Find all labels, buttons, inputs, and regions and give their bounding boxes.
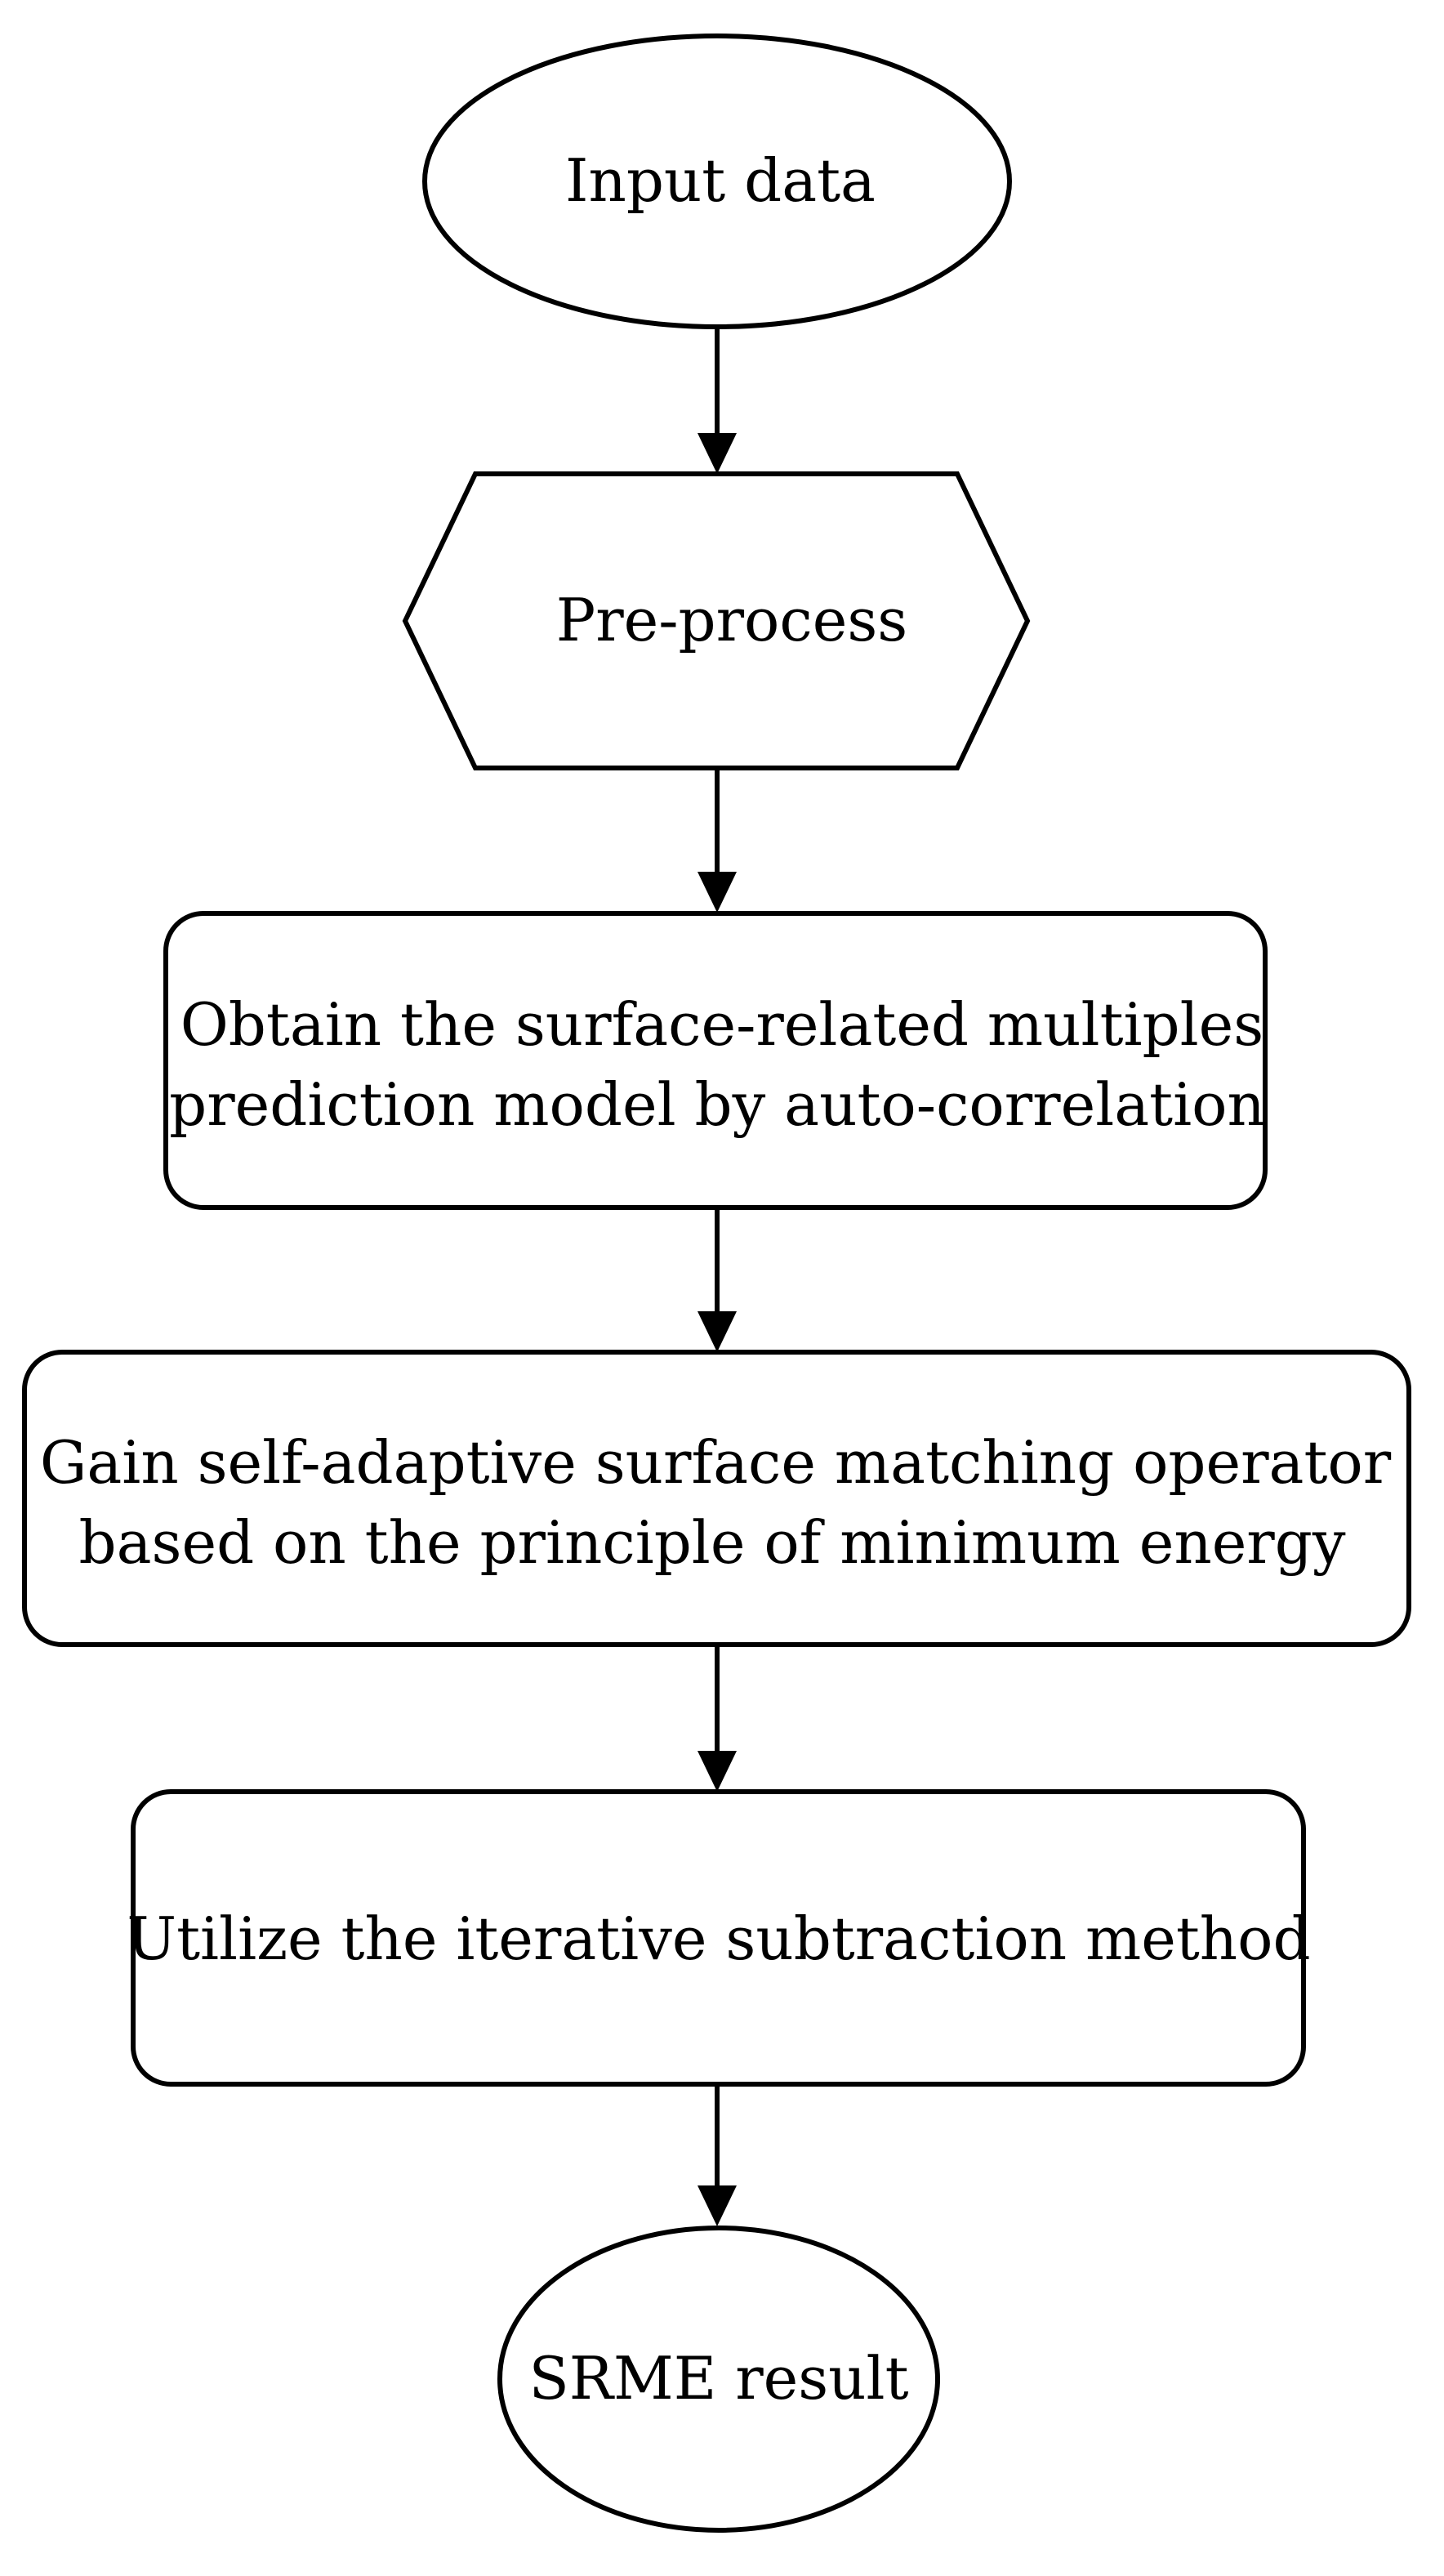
node-srme-result: SRME result <box>497 2226 940 2533</box>
arrow-subtraction-to-result <box>697 2086 737 2226</box>
matching-operator-label-line2: based on the principle of minimum energy <box>79 1508 1346 1577</box>
arrow-preprocess-to-prediction <box>697 768 737 913</box>
arrow-input-to-preprocess <box>697 327 737 474</box>
input-data-label: Input data <box>565 146 876 215</box>
matching-operator-box <box>22 1350 1411 1647</box>
arrow-prediction-to-operator <box>697 1209 737 1352</box>
node-matching-operator: Gain self-adaptive surface matching oper… <box>22 1350 1411 1647</box>
srme-result-label: SRME result <box>528 2344 908 2413</box>
iterative-subtraction-box <box>131 1789 1306 2087</box>
matching-operator-label-line1: Gain self-adaptive surface matching oper… <box>40 1428 1392 1497</box>
edges <box>697 327 737 2226</box>
node-pre-process: Pre-process <box>402 471 1031 770</box>
prediction-model-label-line1: Obtain the surface-related multiples <box>180 990 1264 1059</box>
prediction-model-label-line2: prediction model by auto-correlation <box>169 1070 1265 1139</box>
node-iterative-subtraction: Utilize the iterative subtraction method <box>127 1789 1311 2087</box>
node-input-data: Input data <box>422 33 1012 329</box>
srme-result-ellipse <box>497 2226 940 2533</box>
prediction-model-box <box>163 911 1268 1210</box>
node-prediction-model: Obtain the surface-related multiples pre… <box>163 911 1268 1210</box>
pre-process-label: Pre-process <box>556 586 908 654</box>
pre-process-hexagon <box>402 471 1031 770</box>
iterative-subtraction-label: Utilize the iterative subtraction method <box>127 1904 1310 1973</box>
input-data-ellipse <box>422 33 1012 329</box>
arrow-operator-to-subtraction <box>697 1646 737 1792</box>
